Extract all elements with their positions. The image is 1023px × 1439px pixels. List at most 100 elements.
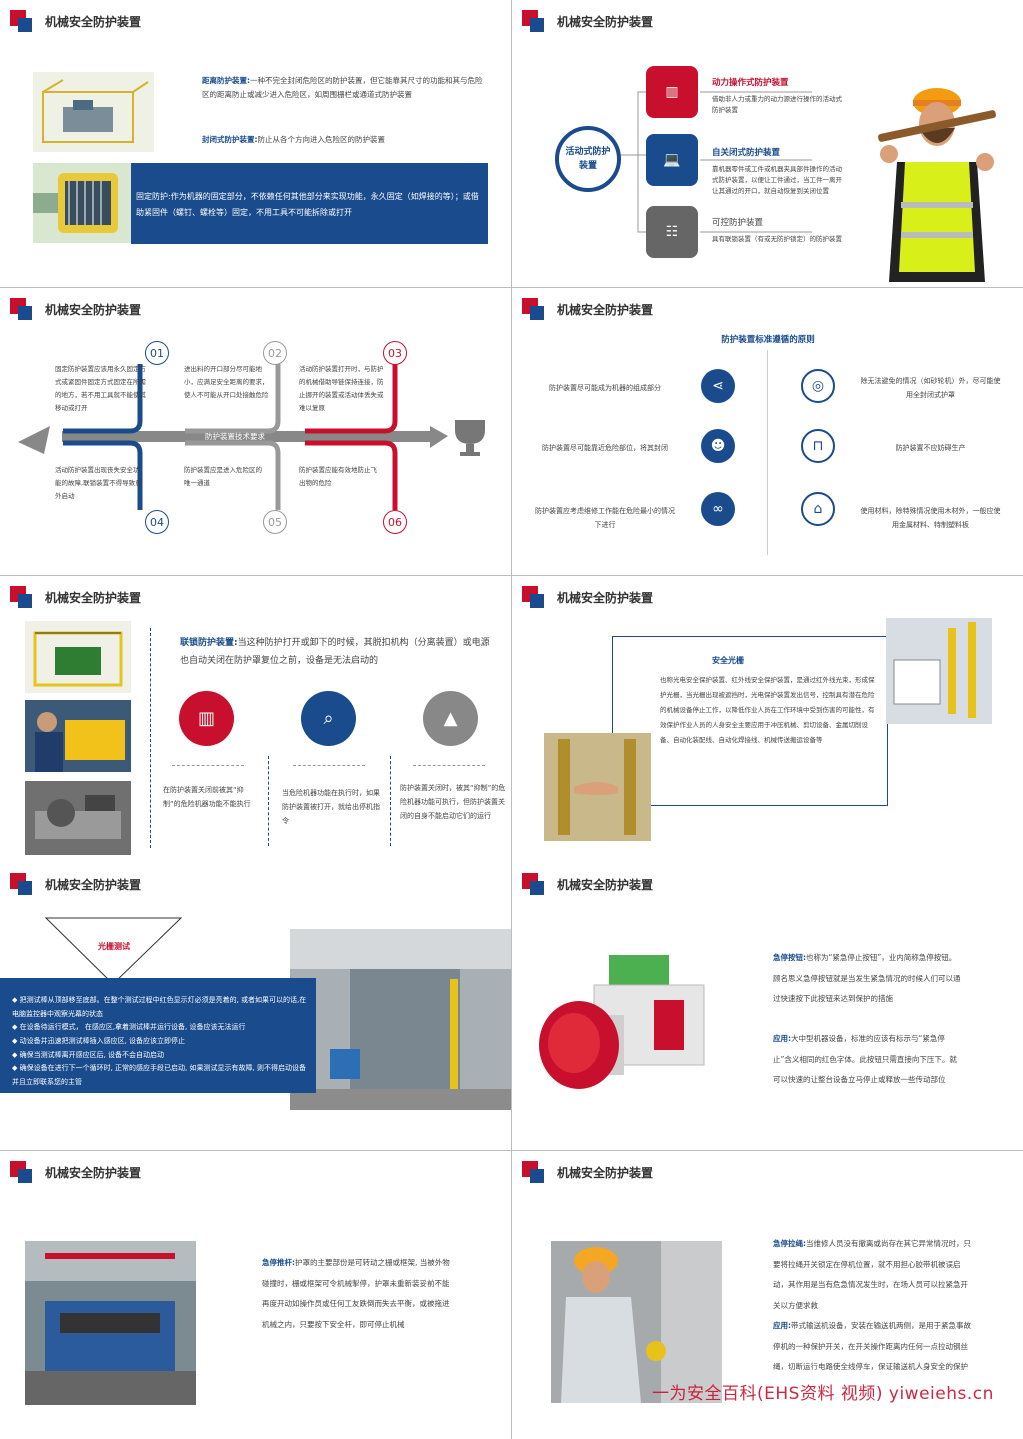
- fixed-guard-box: 固定防护:作为机器的固定部分，不依赖任何其他部分来实现功能，永久固定（如焊接的等…: [131, 163, 488, 244]
- dash: [172, 765, 244, 766]
- diamond-bullet-icon: ◆: [12, 1023, 20, 1031]
- factory-image: [290, 929, 511, 1110]
- interlock-text: 联锁防护装置:当这种防护打开或卸下的时候，其脱扣机构（分离装置）或电源也自动关闭…: [180, 638, 490, 666]
- interlock-col-text: 防护装置关闭时，被其“抑制”的危险机器功能可执行，但防护装置关闭的自身不能启动它…: [400, 784, 506, 820]
- estop-application-text: 应用:大中型机器设备，标准的应该有标示与“紧急停止”含义相同的红色字体。此按钮只…: [773, 1034, 957, 1084]
- estop-text: 急停按钮:也称为“紧急停止按钮”，业内简称急停按钮。顾名思义急停按钮就是当发生紧…: [773, 953, 961, 1003]
- timeline-line: [767, 350, 768, 555]
- logo-icon: [522, 1161, 546, 1185]
- slide-title: 机械安全防护装置: [557, 15, 654, 29]
- item-desc: 靠机器零件或工件或机器夹具部件操作的活动式防护装置，以便让工件通过，当工件一离开…: [712, 165, 842, 195]
- machinist-image: [25, 700, 131, 772]
- slide-3[interactable]: 机械安全防护装置 防护装置技术要求 01 02 03 04 05 06 固定防护…: [0, 288, 511, 575]
- arrow-label: 防护装置技术要求: [205, 432, 265, 441]
- test-step: ◆ 把测试棒从顶部移至底部。在整个测试过程中红色显示灯必须是亮着的, 或者如果可…: [12, 996, 307, 1018]
- logo-icon: [522, 10, 546, 34]
- pull-cord-text: 急停拉绳:当维修人员没有撤离或尚存在其它异常情况时，只要将拉绳开关锁定在停机位置…: [773, 1239, 971, 1310]
- principle-text: 防护装置尽可能靠近危险部位，将其封闭: [542, 444, 668, 452]
- grid-divider-vertical: [511, 0, 512, 1439]
- disc-icon: ◎: [801, 369, 835, 403]
- users-icon: ☻: [701, 429, 735, 463]
- slide-1[interactable]: 机械安全防护装置 距离防护装置:一种不完全封闭危险区的防护装置，但它能靠其尺寸的…: [0, 0, 511, 287]
- logo-icon: [10, 10, 34, 34]
- interlock-col-text: 当危险机器功能在执行时，如果防护装置被打开，就给出停机指令: [282, 789, 380, 825]
- light-curtain-title: 安全光栅: [712, 656, 744, 665]
- test-step: ◆ 确保当测试棒离开感应区后, 设备不会自动启动: [12, 1051, 165, 1059]
- closed-guard-text: 封闭式防护装置:防止从各个方向进入危险区的防护装置: [202, 135, 385, 144]
- principle-text: 使用材料，除特殊情况使用木材外，一般应使用金属材料、特制塑料板: [860, 507, 1001, 529]
- step-number: 03: [383, 341, 407, 365]
- fence-image: [25, 621, 131, 693]
- slide-title: 机械安全防护装置: [45, 303, 142, 317]
- requirement-text: 防护装置应能有效地防止飞出物的危险: [299, 466, 377, 487]
- item-title: 自关闭式防护装置: [712, 148, 781, 158]
- machine-fence-image: [33, 72, 154, 152]
- slide-title: 机械安全防护装置: [557, 1166, 654, 1180]
- distance-guard-text: 距离防护装置:一种不完全封闭危险区的防护装置，但它能靠其尺寸的功能和其与危险区的…: [202, 76, 483, 99]
- laptop-icon: 💻: [646, 134, 698, 186]
- worker-image: [867, 62, 1007, 282]
- grid-divider: [0, 575, 1023, 576]
- chart-icon: ▥: [646, 66, 698, 118]
- link-icon: ∞: [701, 492, 735, 526]
- light-curtain-text: 也称光电安全保护装置、红外线安全保护装置，是通过红外线光束，形成保护光栅，当光栅…: [660, 676, 875, 744]
- dashed-divider: [150, 628, 151, 848]
- test-triangle: [45, 917, 182, 985]
- test-step: ◆ 在设备待运行模式， 在感应区,拿着测试棒并运行设备, 设备应该无法运行: [12, 1023, 246, 1031]
- branch-lines: [618, 91, 812, 233]
- step-number: 01: [145, 341, 169, 365]
- requirement-text: 防护装置应是进入危险区的唯一通道: [184, 466, 262, 487]
- slide-6[interactable]: 机械安全防护装置 安全光栅 也称光电安全保护装置、红外线安全保护装置，是通过红外…: [512, 576, 1023, 863]
- logo-icon: [10, 586, 34, 610]
- logo-icon: [522, 586, 546, 610]
- principle-text: 防护装置不应妨碍生产: [895, 444, 966, 452]
- requirement-text: 固定防护装置应该用永久固定方式或紧固件固定方式固定在所需的地方，若不用工具就不能…: [55, 365, 146, 412]
- home-icon: ⌂: [801, 492, 835, 526]
- light-curtain-hand-image: [544, 733, 651, 841]
- logo-icon: [10, 1161, 34, 1185]
- item-desc: 具有联锁装置（有或无防护锁定）的防护装置: [712, 235, 842, 243]
- diamond-bullet-icon: ◆: [12, 1051, 20, 1059]
- watermark: 一为安全百科(EHS资料 视频) yiweiehs.cn: [652, 1384, 994, 1404]
- principle-text: 防护装置尽可能成为机器的组成部分: [549, 384, 661, 392]
- fixed-guard-text: 固定防护:作为机器的固定部分，不依赖任何其他部分来实现功能，永久固定（如焊接的等…: [136, 192, 479, 217]
- lathe-image: [25, 781, 131, 855]
- search-doc-icon: ⌕: [301, 691, 356, 746]
- slide-title: 机械安全防护装置: [45, 591, 142, 605]
- roller-mill-image: [25, 1241, 196, 1405]
- pull-cord-application-text: 应用:带式输送机设备，安装在输送机两侧，是用于紧急事故停机的一种保护开关，在开关…: [773, 1321, 971, 1371]
- slide-title: 机械安全防护装置: [45, 1166, 142, 1180]
- step-number: 04: [145, 510, 169, 534]
- safety-bar-text: 急停推杆:护罩的主要部份是可转动之栅或框架, 当被外物碰撞时，栅或框架可令机械掣…: [262, 1258, 450, 1329]
- test-step: ◆ 动设备并迅速把测试棒插入感应区, 设备应该立即停止: [12, 1037, 186, 1045]
- item-title: 动力操作式防护装置: [712, 78, 789, 88]
- slide-7[interactable]: 机械安全防护装置 光栅测试 ◆ 把测试棒从顶部移至底部。在整个测试过程中红色显示…: [0, 863, 511, 1150]
- step-number: 06: [383, 510, 407, 534]
- logo-icon: [522, 873, 546, 897]
- light-curtain-device-image: [886, 618, 992, 724]
- diamond-bullet-icon: ◆: [12, 1064, 20, 1072]
- dashed-divider: [268, 756, 269, 846]
- item-desc: 借助非人力或重力的动力源进行操作的活动式防护装置: [712, 95, 842, 114]
- slide-title: 机械安全防护装置: [557, 591, 654, 605]
- slide-10[interactable]: 机械安全防护装置 急停拉绳:当维修人员没有撤离或尚存在其它异常情况时，只要将拉绳…: [512, 1151, 1023, 1438]
- slide-4[interactable]: 机械安全防护装置 防护装置标准遵循的原则 ⋖ ☻ ∞ ◎ ⊓ ⌂ 防护装置尽可能…: [512, 288, 1023, 575]
- slide-9[interactable]: 机械安全防护装置 急停推杆:护罩的主要部份是可转动之栅或框架, 当被外物碰撞时，…: [0, 1151, 511, 1438]
- principle-text: 除无法避免的情况（如砂轮机）外，尽可能使用全封闭式护罩: [860, 377, 1001, 399]
- slide-2[interactable]: 机械安全防护装置 活动式防护装置 ▥ 💻 ☷ 动力操作式防护装置 借助非人力或重…: [512, 0, 1023, 287]
- requirement-text: 活动防护装置出现丧失安全功能的故障,联锁装置不得导致意外启动: [55, 466, 142, 500]
- principle-text: 防护装置应考虑维修工作能在危险最小的情况下进行: [535, 507, 675, 529]
- slide-8[interactable]: 机械安全防护装置 急停按钮:也称为“紧急停止按钮”，业内简称急停按钮。顾名思义急…: [512, 863, 1023, 1150]
- fixed-guard-image: [33, 163, 131, 243]
- id-card-icon: ☷: [646, 206, 698, 258]
- logo-icon: [10, 298, 34, 322]
- chart-icon: ▥: [179, 691, 234, 746]
- slide-title: 机械安全防护装置: [557, 303, 654, 317]
- step-number: 02: [263, 341, 287, 365]
- pull-cord-worker-image: [551, 1241, 722, 1403]
- graduation-cap-icon: ▲: [423, 691, 478, 746]
- triangle-label: 光栅测试: [98, 942, 130, 951]
- diamond-bullet-icon: ◆: [12, 996, 20, 1004]
- slide-5[interactable]: 机械安全防护装置 联锁防护装置:当这种防护打开或卸下的时候，其脱扣机构（分离装置…: [0, 576, 511, 863]
